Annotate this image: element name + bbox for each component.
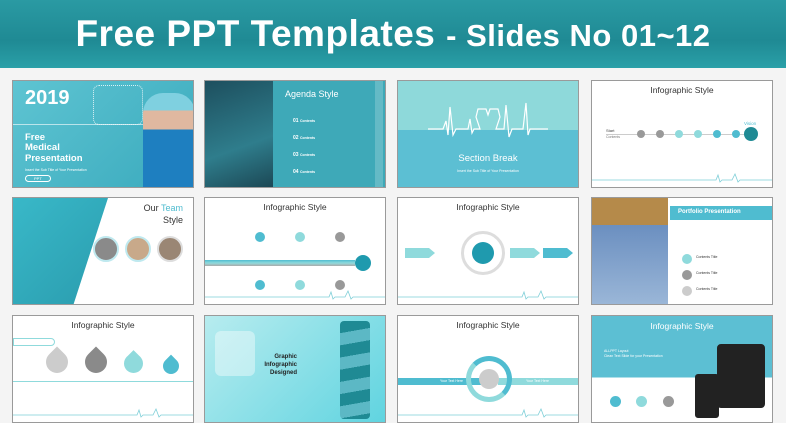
team-avatar	[93, 236, 119, 262]
blood-pressure-photo	[205, 81, 273, 187]
mail-icon	[636, 396, 647, 407]
step-icon	[335, 232, 345, 242]
drop-icon	[159, 354, 183, 378]
slide-year: 2019	[25, 87, 70, 109]
slide-thumbnail-09[interactable]: Infographic Style	[12, 315, 194, 423]
drop-icon	[41, 346, 73, 378]
timeline-dot	[732, 130, 740, 138]
drop-icon	[120, 350, 147, 377]
rocket-icon	[479, 369, 499, 389]
heartbeat-heart-icon	[428, 102, 548, 138]
vials-photo	[215, 331, 255, 376]
phone-image	[695, 374, 719, 418]
slide-title: Infographic Style	[71, 320, 135, 330]
slide-title: Infographic Style	[650, 85, 714, 95]
slide-thumbnail-11[interactable]: Infographic Style Your Text Here Your Te…	[397, 315, 579, 423]
hexagon-icons	[93, 85, 143, 125]
ecg-line	[398, 290, 578, 300]
chat-icon	[663, 396, 674, 407]
team-avatar	[157, 236, 183, 262]
slide-thumbnail-03[interactable]: Section Break Insert the Sub Title of Yo…	[397, 80, 579, 188]
slide-thumbnail-08[interactable]: Portfolio Presentation Contents Title Co…	[591, 197, 773, 305]
timeline-dot	[656, 130, 664, 138]
cycle-arrows	[466, 356, 512, 402]
play-icon	[682, 270, 692, 280]
image-icon	[682, 254, 692, 264]
agenda-list: 01 Contents 02 Contents 03 Contents 04 C…	[293, 118, 316, 175]
center-circle	[472, 242, 494, 264]
slide-thumbnail-04[interactable]: Infographic Style Start Contents Vision	[591, 80, 773, 188]
ecg-line	[13, 408, 193, 418]
arrow	[405, 248, 435, 258]
step-icon	[335, 280, 345, 290]
timeline-dot	[694, 130, 702, 138]
syringe-ribbon	[340, 321, 370, 419]
slide-title: Agenda Style	[285, 89, 339, 99]
surgeon-photo	[592, 198, 668, 304]
camera-icon	[682, 286, 692, 296]
slide-thumbnail-02[interactable]: Agenda Style 01 Contents 02 Contents 03 …	[204, 80, 386, 188]
timeline-dot	[637, 130, 645, 138]
step-icon	[255, 280, 265, 290]
slide-title: Portfolio Presentation	[678, 209, 741, 215]
timeline-dot-final	[744, 127, 758, 141]
timeline-dot	[675, 130, 683, 138]
slide-thumbnail-12[interactable]: Infographic Style ALLPPT Layout Clean Te…	[591, 315, 773, 423]
heart-icon	[355, 255, 371, 271]
arrow	[510, 248, 540, 258]
tablet-image	[717, 344, 765, 408]
step-icon	[295, 280, 305, 290]
slide-title: Infographic Style	[456, 320, 520, 330]
ecg-line	[398, 408, 578, 418]
header-banner: Free PPT Templates - Slides No 01~12	[0, 0, 786, 68]
ecg-line	[592, 173, 772, 183]
timeline-dot	[713, 130, 721, 138]
slide-title: Infographic Style	[650, 321, 714, 331]
print-icon	[610, 396, 621, 407]
slide-thumbnail-07[interactable]: Infographic Style	[397, 197, 579, 305]
team-avatar	[125, 236, 151, 262]
drop-icon	[80, 346, 112, 378]
step-icon	[255, 232, 265, 242]
slide-title: Section Break	[458, 153, 518, 164]
ppt-badge: PPT	[25, 175, 51, 182]
thermometer-icon	[13, 338, 55, 346]
arrow	[543, 248, 573, 258]
ecg-line	[205, 290, 385, 300]
banner-title: Free PPT Templates - Slides No 01~12	[75, 13, 711, 54]
step-icon	[295, 232, 305, 242]
slide-title: Infographic Style	[456, 202, 520, 212]
slide-title: Infographic Style	[263, 202, 327, 212]
slide-thumbnail-06[interactable]: Infographic Style	[204, 197, 386, 305]
doctor-photo	[143, 93, 193, 187]
